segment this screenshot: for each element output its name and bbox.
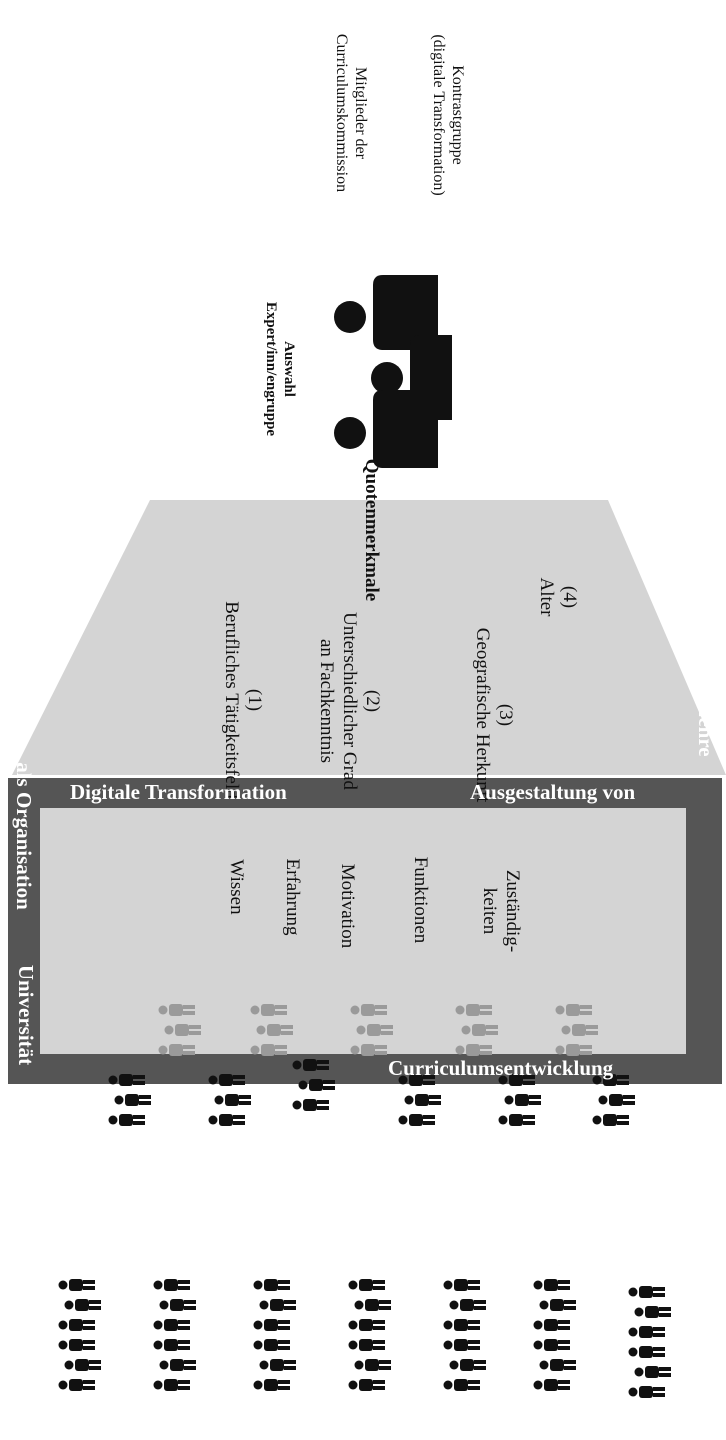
person-cluster-icon <box>498 1074 541 1126</box>
person-cluster-icon <box>253 1339 296 1391</box>
person-cluster-icon <box>628 1346 671 1398</box>
frame-label-left-bottom: Universität <box>14 964 38 1066</box>
person-cluster-icon <box>398 1074 441 1126</box>
person-cluster-icon <box>253 1279 296 1331</box>
criterion-funktionen: Funktionen <box>410 856 431 944</box>
person-cluster-icon <box>443 1339 486 1391</box>
expert-group-icon <box>334 275 452 468</box>
person-cluster-icon <box>443 1279 486 1331</box>
criterion-erfahrung: Erfahrung <box>282 858 303 936</box>
quota-item-4: (4) Alter <box>536 577 580 617</box>
selection-title: Auswahl Expert/inn/engruppe <box>263 301 297 437</box>
criterion-wissen: Wissen <box>226 859 247 915</box>
faded-person-cluster-icon <box>455 1004 498 1056</box>
members-label: Mitglieder der Curriculumskommission <box>332 33 369 193</box>
person-cluster-icon <box>58 1279 101 1331</box>
person-cluster-icon <box>153 1339 196 1391</box>
person-cluster-icon <box>348 1279 391 1331</box>
faded-person-cluster-icon <box>555 1004 598 1056</box>
frame-label-top-right: Ausgestaltung von <box>470 780 636 804</box>
person-cluster-icon <box>628 1286 671 1338</box>
criterion-motivation: Motivation <box>337 863 358 949</box>
contrast-label: Kontrastgruppe (digitale Transformation) <box>429 34 466 196</box>
person-cluster-icon <box>348 1339 391 1391</box>
frame-label-left-top: als Organisation <box>12 762 36 910</box>
faded-person-cluster-icon <box>250 1004 293 1056</box>
faded-people-group <box>158 1004 598 1056</box>
person-cluster-icon <box>208 1074 251 1126</box>
person-cluster-icon <box>108 1074 151 1126</box>
faded-person-cluster-icon <box>158 1004 201 1056</box>
frame-label-top-left: Digitale Transformation <box>70 780 287 804</box>
person-cluster-icon <box>58 1339 101 1391</box>
crowd-group <box>58 1059 671 1398</box>
frame-label-right: Lehre <box>694 703 718 757</box>
funnel-trapezoid <box>12 500 726 775</box>
person-cluster-icon <box>533 1279 576 1331</box>
person-cluster-icon <box>292 1059 335 1111</box>
faded-person-cluster-icon <box>350 1004 393 1056</box>
person-cluster-icon <box>533 1339 576 1391</box>
frame-inner <box>40 808 686 1054</box>
person-cluster-icon <box>592 1074 635 1126</box>
person-cluster-icon <box>153 1279 196 1331</box>
frame-label-bottom-right: Curriculumsentwicklung <box>388 1056 614 1080</box>
criterion-zustaendigkeiten: Zuständig- keiten <box>479 869 523 953</box>
